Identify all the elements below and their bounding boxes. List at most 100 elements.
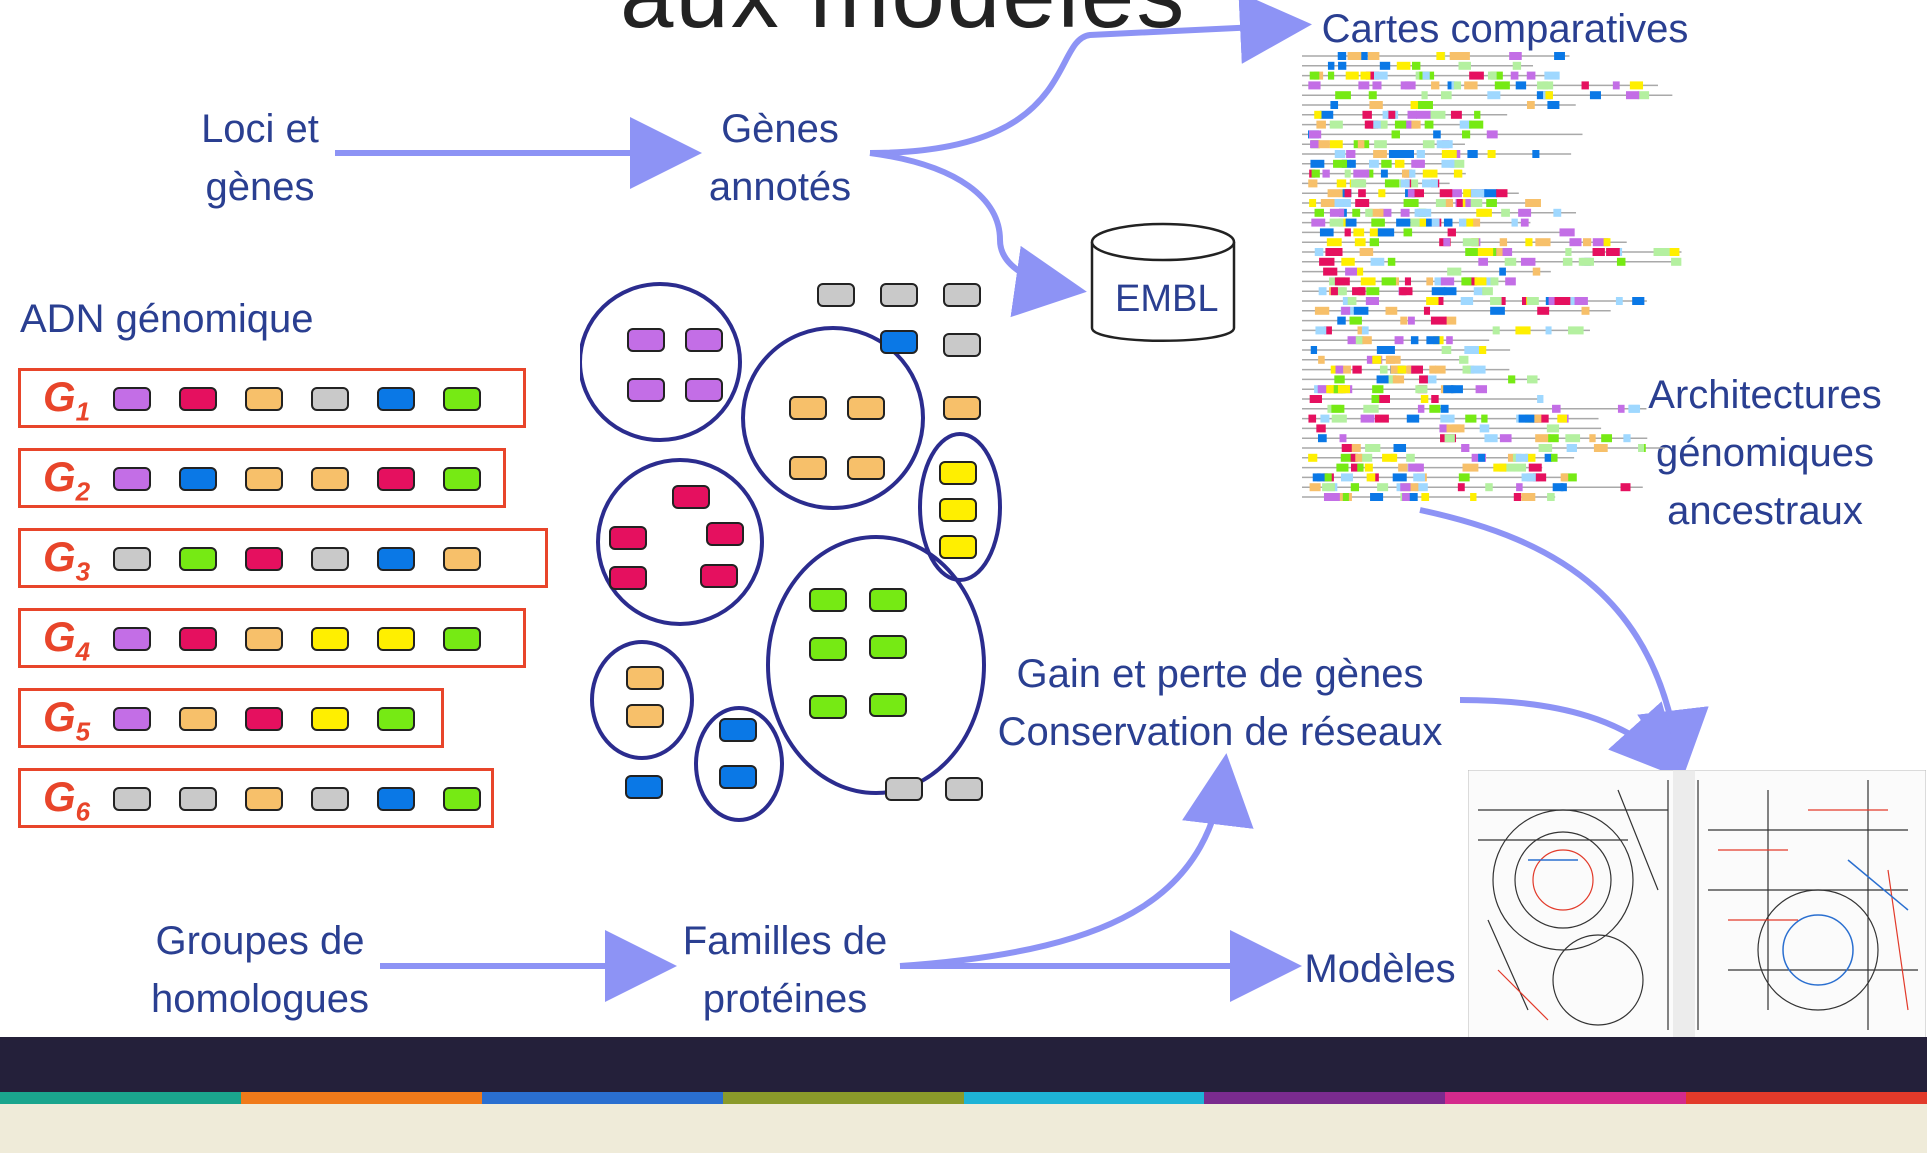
map-gene-mark (1404, 365, 1415, 374)
gene-box (627, 378, 665, 402)
map-gene-mark (1568, 326, 1584, 335)
map-gene-mark (1461, 277, 1472, 286)
map-gene-mark (1525, 199, 1541, 207)
gene-box (377, 627, 415, 651)
footer-stripe (963, 1092, 1205, 1104)
map-gene-mark (1532, 267, 1541, 276)
map-gene-mark (1411, 159, 1425, 168)
map-gene-mark (1554, 297, 1571, 305)
gene-box (847, 456, 885, 480)
map-gene-mark (1603, 238, 1611, 247)
map-gene-mark (1320, 414, 1330, 423)
map-gene-mark (1344, 169, 1351, 178)
arrow-architectures-to-image (1419, 507, 1709, 782)
map-gene-mark (1521, 493, 1536, 501)
map-gene-mark (1565, 248, 1572, 256)
map-gene-mark (1671, 257, 1682, 266)
map-gene-mark (1323, 326, 1332, 335)
map-gene-mark (1512, 61, 1522, 70)
cluster-yellow (918, 432, 1002, 582)
map-gene-mark (1457, 483, 1465, 492)
gene-box (311, 467, 349, 491)
map-gene-mark (1521, 473, 1536, 482)
map-gene-mark (1402, 493, 1410, 501)
map-gene-mark (1435, 199, 1450, 207)
map-gene-mark (1316, 424, 1326, 433)
map-gene-mark (1583, 238, 1592, 247)
map-gene-mark (1460, 120, 1471, 129)
map-gene-mark (1486, 130, 1498, 139)
map-gene-mark (1520, 218, 1529, 227)
label-gain-line1: Gain et perte de gènes (1016, 652, 1424, 696)
map-gene-mark (1458, 218, 1467, 227)
map-gene-mark (1547, 493, 1555, 501)
map-gene-mark (1551, 453, 1558, 462)
map-gene-mark (1496, 248, 1503, 256)
genome-index: 1 (75, 396, 91, 427)
map-gene-mark (1429, 404, 1441, 413)
map-gene-mark (1535, 238, 1551, 247)
map-gene-mark (1388, 150, 1404, 158)
map-gene-mark (1589, 91, 1601, 100)
map-gene-mark (1322, 169, 1330, 178)
gene-family-clusters (580, 282, 1002, 822)
map-gene-mark (1327, 189, 1340, 198)
map-gene-mark (1562, 257, 1573, 266)
map-gene-mark (1386, 355, 1395, 364)
map-gene-mark (1314, 306, 1330, 315)
map-gene-mark (1401, 169, 1410, 178)
gene-box (939, 461, 977, 485)
cluster-orange-large (741, 326, 925, 510)
map-gene-mark (1312, 473, 1321, 482)
map-gene-mark (1431, 218, 1440, 227)
map-gene-mark (1450, 189, 1462, 198)
map-gene-mark (1401, 287, 1413, 296)
map-gene-mark (1496, 248, 1513, 256)
map-gene-mark (1400, 483, 1411, 492)
map-gene-mark (1475, 385, 1488, 394)
map-gene-mark (1396, 483, 1403, 492)
map-gene-mark (1347, 297, 1357, 305)
map-gene-mark (1617, 404, 1625, 413)
map-gene-mark (1309, 483, 1321, 492)
map-gene-mark (1400, 316, 1408, 325)
map-gene-mark (1534, 414, 1549, 423)
genome-row: G1 (18, 368, 526, 428)
map-gene-mark (1345, 267, 1358, 276)
cluster-violet (580, 282, 742, 442)
map-gene-mark (1439, 424, 1448, 433)
gene-box (880, 330, 918, 354)
map-gene-mark (1364, 463, 1373, 472)
map-gene-mark (1663, 248, 1673, 256)
map-gene-mark (1513, 463, 1526, 472)
label-groupes: Groupes de homologues (140, 912, 380, 1028)
map-gene-mark (1420, 395, 1429, 403)
map-gene-mark (1462, 463, 1479, 472)
map-gene-mark (1314, 248, 1324, 256)
map-gene-mark (1347, 336, 1363, 345)
map-gene-mark (1557, 414, 1568, 423)
map-gene-mark (1387, 257, 1396, 266)
map-gene-mark (1589, 434, 1596, 443)
genome-row: G3 (18, 528, 548, 588)
map-gene-mark (1385, 306, 1398, 315)
label-groupes-line1: Groupes de (155, 919, 365, 963)
gene-box (869, 693, 907, 717)
map-gene-mark (1441, 159, 1455, 168)
map-gene-mark (1316, 120, 1326, 129)
map-gene-mark (1474, 110, 1481, 119)
map-gene-mark (1400, 81, 1411, 90)
map-gene-mark (1653, 248, 1669, 256)
genome-name: G3 (43, 533, 91, 587)
footer-stripe (240, 1092, 482, 1104)
map-gene-mark (1396, 61, 1411, 70)
map-gene-mark (1546, 424, 1560, 433)
map-gene-mark (1314, 208, 1324, 217)
map-gene-mark (1547, 101, 1560, 109)
map-gene-mark (1412, 61, 1421, 70)
map-gene-mark (1441, 150, 1457, 158)
map-gene-mark (1499, 267, 1506, 276)
arrow-genes-to-cartes (869, 0, 1312, 156)
gene-box (377, 467, 415, 491)
gene-box (311, 387, 349, 411)
